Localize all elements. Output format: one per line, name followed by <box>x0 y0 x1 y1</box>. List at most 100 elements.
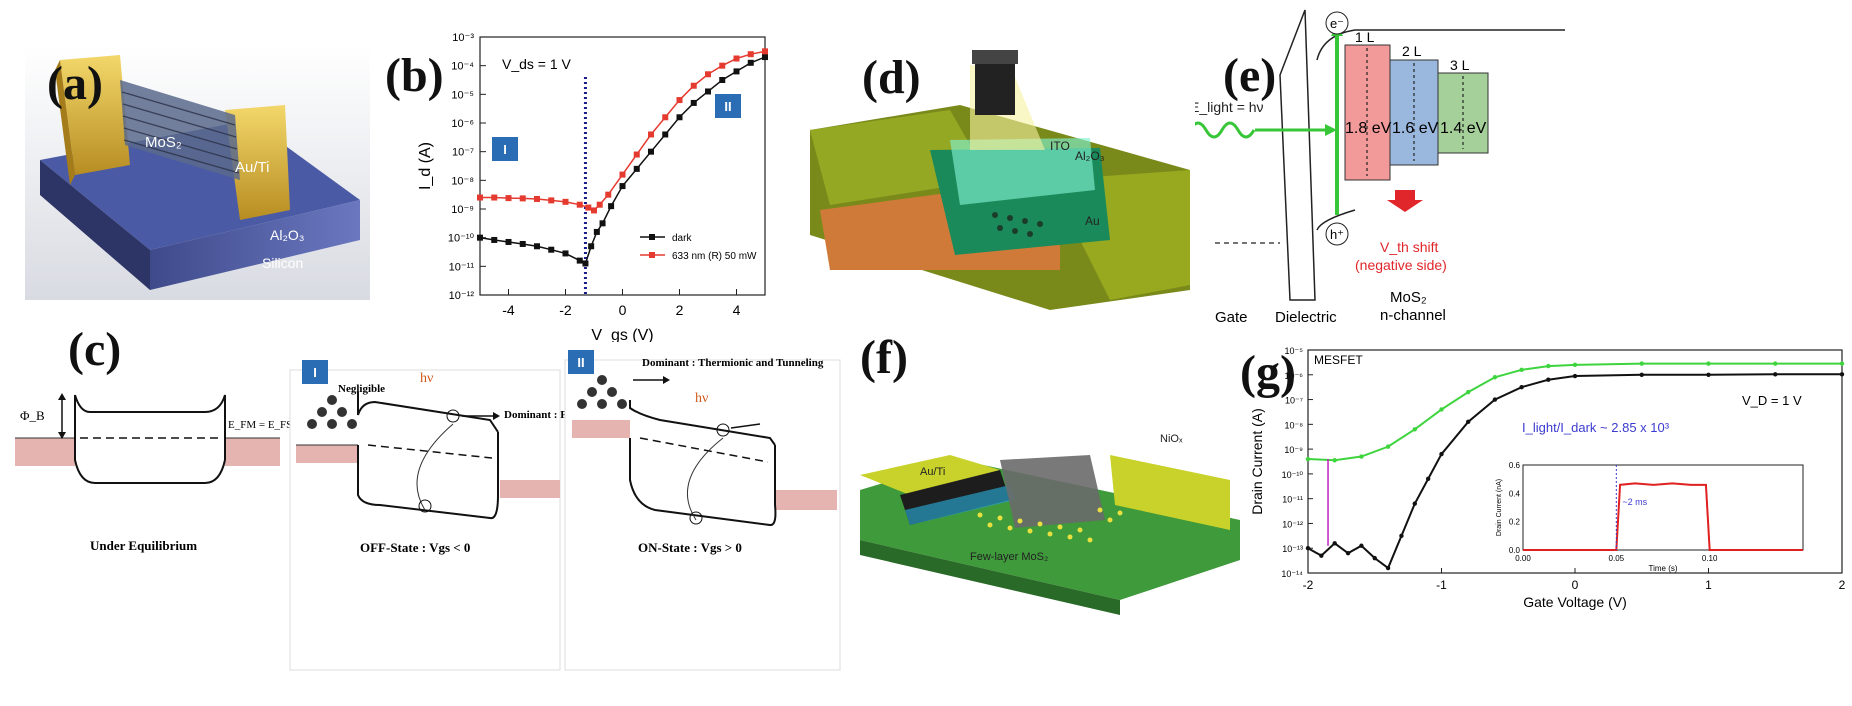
point-b-0-11 <box>599 220 606 227</box>
point-g-0-3 <box>1385 444 1391 449</box>
caption-off-state: OFF-State : Vgs < 0 <box>360 540 470 555</box>
point-b-0-17 <box>676 114 683 121</box>
point-b-1-22 <box>762 48 768 55</box>
inset-series-g <box>1523 482 1803 551</box>
legend-label-b-1: 633 nm (R) 50 mW <box>672 251 757 262</box>
point-g-0-13 <box>1773 361 1778 366</box>
inset-y-tick-g-3: 0.6 <box>1509 461 1521 470</box>
point-b-0-23 <box>762 54 768 61</box>
panel-label-a: (a) <box>47 57 103 110</box>
point-b-1-19 <box>719 62 726 69</box>
ito-label: ITO <box>1050 139 1070 153</box>
point-b-0-15 <box>648 148 654 155</box>
point-b-0-10 <box>593 228 600 235</box>
point-b-1-10 <box>596 201 603 208</box>
inset-y-tick-g-1: 0.2 <box>1509 518 1521 527</box>
panel-label-d: (d) <box>862 51 921 104</box>
point-g-1-10 <box>1439 451 1444 457</box>
box-II-c: II <box>577 355 584 370</box>
point-b-0-2 <box>505 238 512 245</box>
point-g-1-9 <box>1425 476 1431 482</box>
y-tick-label-b-8: 10⁻⁴ <box>451 61 474 73</box>
point-b-1-11 <box>605 191 612 198</box>
point-b-0-21 <box>733 68 740 75</box>
point-b-1-18 <box>705 71 711 78</box>
series-line-g-1 <box>1307 373 1842 570</box>
auti-label-f: Au/Ti <box>920 466 945 478</box>
vth-shift-label: V_th shift <box>1380 239 1438 255</box>
inset-y-tick-g-2: 0.4 <box>1509 489 1521 498</box>
point-b-1-3 <box>519 195 526 202</box>
caption-equilibrium: Under Equilibrium <box>90 538 197 553</box>
y-tick-label-g-7: 10⁻⁷ <box>1285 396 1303 406</box>
on-state-diagram: II Dominant : Thermionic and Tunneling h… <box>564 350 841 671</box>
point-g-0-0 <box>1305 456 1311 462</box>
legend-marker-b-1 <box>649 252 655 258</box>
point-g-1-14 <box>1546 377 1551 382</box>
inset-x-tick-g-2: 0.10 <box>1702 554 1718 563</box>
region-label-b-1: II <box>724 99 731 114</box>
point-b-0-19 <box>705 88 711 95</box>
dielectric-label: Dielectric <box>1275 309 1337 326</box>
phi-b-label: Φ_B <box>20 408 45 423</box>
device-illustration-d: ITO Al₂O₃ Au <box>810 50 1190 310</box>
point-g-1-15 <box>1572 373 1578 379</box>
point-b-1-9 <box>591 207 597 214</box>
point-b-0-14 <box>633 165 640 172</box>
point-g-1-18 <box>1773 372 1778 377</box>
panel-d: ITO Al₂O₃ Au (d) <box>810 40 1190 310</box>
inset-y-label-g: Drain Current (nA) <box>1496 479 1503 536</box>
hv-label-1: hν <box>420 371 433 386</box>
gap-3L: 1.4 eV <box>1440 120 1487 137</box>
point-b-0-9 <box>588 243 595 250</box>
y-tick-label-g-2: 10⁻¹² <box>1282 519 1303 529</box>
point-b-0-18 <box>690 99 697 106</box>
point-b-0-8 <box>582 260 589 267</box>
x-tick-label-g-4: 2 <box>1839 578 1846 592</box>
point-g-0-4 <box>1412 427 1417 432</box>
point-b-1-5 <box>548 197 555 204</box>
y-tick-label-g-4: 10⁻¹⁰ <box>1282 470 1304 480</box>
region-label-b-0: I <box>503 142 507 157</box>
x-tick-label-b-1: -2 <box>559 302 572 318</box>
point-g-1-3 <box>1345 550 1351 556</box>
point-b-1-8 <box>585 204 592 211</box>
point-g-0-14 <box>1839 361 1845 366</box>
point-g-0-5 <box>1439 407 1444 412</box>
point-b-1-14 <box>648 131 654 138</box>
y-tick-label-g-9: 10⁻⁵ <box>1285 346 1304 356</box>
point-b-1-6 <box>562 198 569 205</box>
inset-frame-g <box>1522 464 1804 551</box>
panel-a: MoS₂ Au/Ti Al₂O₃ Silicon (a) <box>0 0 380 310</box>
device-illustration-f: Au/Ti NiOₓ Few-layer MoS₂ <box>860 433 1240 615</box>
panel-f: Au/Ti NiOₓ Few-layer MoS₂ (f) <box>860 330 1240 620</box>
off-state-diagram: I Negligible hν Dominant : Photocurrent … <box>289 360 623 671</box>
y-tick-label-b-0: 10⁻¹² <box>449 290 475 302</box>
gate-label: Gate <box>1215 309 1248 326</box>
point-g-1-2 <box>1332 541 1337 546</box>
y-tick-label-b-2: 10⁻¹⁰ <box>448 233 475 245</box>
point-g-1-11 <box>1466 419 1471 425</box>
inset-x-label-g: Time (s) <box>1648 564 1677 573</box>
x-tick-label-b-3: 2 <box>676 302 684 318</box>
point-g-0-2 <box>1359 454 1364 459</box>
panel-label-e: (e) <box>1223 49 1277 102</box>
mos2-label: MoS₂ <box>145 134 182 151</box>
layer-1L: 1 L <box>1355 29 1375 45</box>
inset-x-tick-g-1: 0.05 <box>1609 554 1625 563</box>
point-b-0-12 <box>608 203 615 210</box>
inset-annotation-g: ~2 ms <box>1622 497 1647 507</box>
panel-label-b: (b) <box>385 49 444 102</box>
y-tick-label-g-3: 10⁻¹¹ <box>1282 495 1303 505</box>
x-tick-label-g-2: 0 <box>1572 578 1579 592</box>
point-g-1-5 <box>1372 555 1377 561</box>
point-b-1-0 <box>477 194 483 201</box>
al2o3-label: Al₂O₃ <box>270 227 304 243</box>
point-b-1-1 <box>491 194 498 201</box>
point-b-1-13 <box>633 151 640 158</box>
point-b-0-16 <box>662 131 669 138</box>
